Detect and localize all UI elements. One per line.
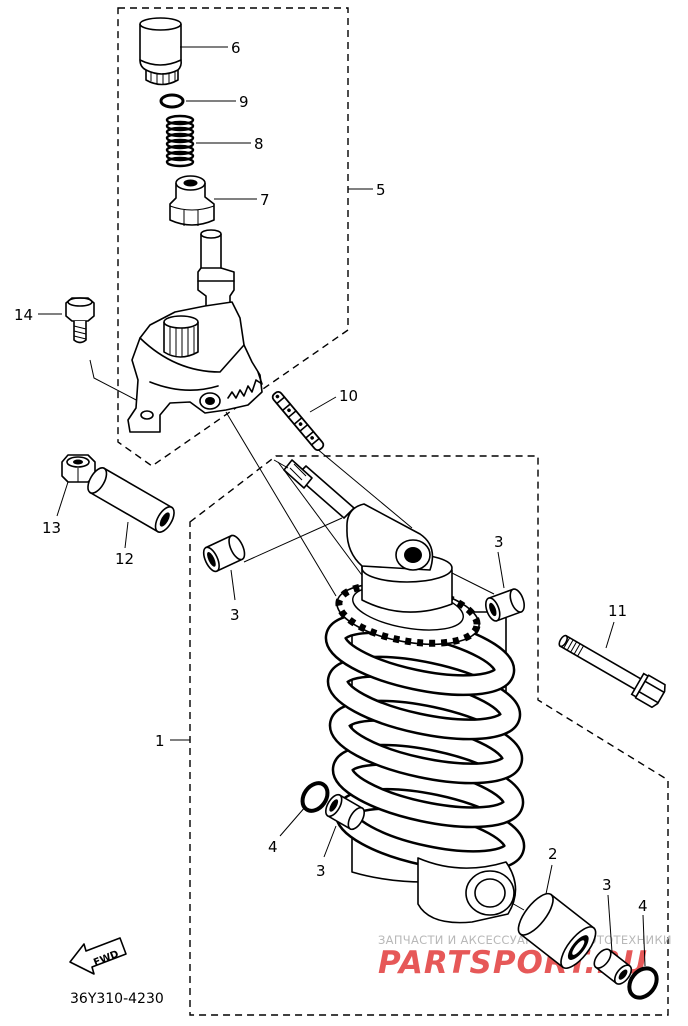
part-1-shock-absorber <box>273 459 526 924</box>
callout-3-top: 3 <box>494 533 504 551</box>
assembly-axis-lines <box>89 359 525 911</box>
watermark-tagline: ЗАПЧАСТИ И АКСЕССУАРЫ ДЛЯ МОТОТЕХНИКИ <box>378 933 672 947</box>
part-14-bolt <box>65 297 95 344</box>
part-3-bushing-right <box>593 948 633 985</box>
part-2-spacer <box>517 892 597 970</box>
forward-direction-arrow: FWD <box>69 937 127 975</box>
assembly-1-boundary <box>189 455 669 1016</box>
callout-1: 1 <box>155 732 165 750</box>
callout-7: 7 <box>260 191 270 209</box>
callout-5: 5 <box>376 181 386 199</box>
part-3-bushing-left <box>202 534 246 573</box>
damper-rod <box>273 459 355 519</box>
callout-13: 13 <box>42 519 61 537</box>
callout-11: 11 <box>608 602 627 620</box>
callout-10: 10 <box>339 387 358 405</box>
part-11-bolt <box>558 634 666 709</box>
part-10-chain <box>271 390 325 452</box>
part-3-bushing-top <box>485 588 525 622</box>
callout-8: 8 <box>254 135 264 153</box>
callout-3-left: 3 <box>230 606 240 624</box>
diagram-code: 36Y310-4230 <box>70 991 164 1007</box>
callout-2: 2 <box>548 845 558 863</box>
callout-labels: 6 9 8 7 5 14 10 13 12 3 3 11 1 4 3 2 3 4 <box>14 39 648 915</box>
part-4-o-ring-right <box>627 966 659 1000</box>
part-6-adjuster-cap <box>139 17 182 86</box>
callout-3-mid: 3 <box>316 862 326 880</box>
lower-mount-eye <box>417 857 517 924</box>
part-7-adjuster-knob <box>169 175 215 226</box>
callout-14: 14 <box>14 306 33 324</box>
part-3-bushing-mid <box>325 793 365 831</box>
assembly-5-boundary <box>117 7 349 467</box>
callout-4-mid: 4 <box>268 838 278 856</box>
callout-6: 6 <box>231 39 241 57</box>
callout-3-right: 3 <box>602 876 612 894</box>
callout-9: 9 <box>239 93 249 111</box>
leader-lines <box>38 46 646 967</box>
part-8-spring <box>165 114 195 168</box>
callout-12: 12 <box>115 550 134 568</box>
part-9-o-ring <box>159 93 185 109</box>
callout-4-right: 4 <box>638 897 648 915</box>
part-12-collar <box>87 467 175 533</box>
adjuster-housing <box>127 229 263 433</box>
part-4-o-ring-mid <box>300 781 330 813</box>
upper-mount-eye <box>346 503 434 571</box>
